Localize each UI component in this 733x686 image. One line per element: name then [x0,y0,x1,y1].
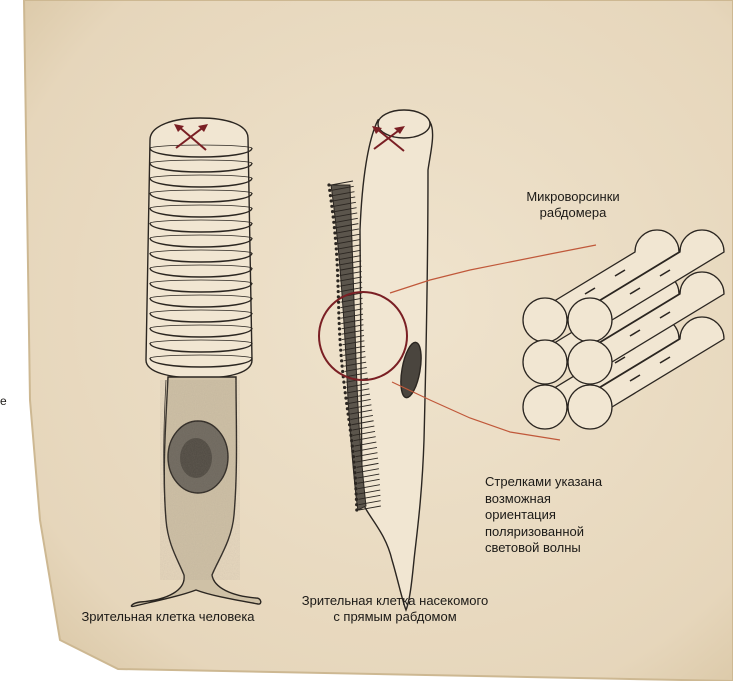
microvillus-dot [341,370,344,373]
microvillus-dot [353,466,356,469]
microvillus-dot [330,199,333,202]
microvillus-dot [350,439,353,442]
microvillus-end [523,385,567,429]
microvillus-dot [342,381,345,384]
microvillus-dot [341,365,344,368]
microvillus-dot [338,327,341,330]
label-insect-visual-cell: Зрительная клетка насекомого с прямым ра… [279,593,511,625]
microvillus-dot [336,269,339,272]
microvillus-dot [344,391,347,394]
microvillus-dot [339,343,342,346]
microvillus-dot [349,434,352,437]
microvillus-dot [347,418,350,421]
label-edge-fragment: е [0,393,8,409]
microvillus-dot [345,402,348,405]
microvillus-dot [354,482,357,485]
microvillus-dot [354,476,357,479]
microvillus-dot [344,397,347,400]
microvillus-dot [330,205,333,208]
microvillus-dot [353,471,356,474]
microvillus-dot [336,279,339,282]
microvillus-dot [335,258,338,261]
microvillus-end [568,298,612,342]
microvillus-dot [355,498,358,501]
microvillus-dot [355,503,358,506]
microvillus-end [568,340,612,384]
microvillus-dot [336,285,339,288]
microvillus-dot [338,338,341,341]
microvillus-dot [336,263,339,266]
microvillus-dot [340,359,343,362]
microvillus-dot [336,274,339,277]
microvillus-dot [338,322,341,325]
microvillus-dot [337,306,340,309]
microvillus-dot [331,210,334,213]
microvillus-dot [343,386,346,389]
label-microvilli: Микроворсинки рабдомера [503,189,643,221]
microvillus-dot [334,242,337,245]
microvillus-dot [327,183,330,186]
microvillus-dot [333,226,336,229]
microvillus-end [523,298,567,342]
microvillus-dot [348,423,351,426]
microvillus-dot [335,253,338,256]
microvillus-dot [338,333,341,336]
microvillus-dot [354,487,357,490]
microvillus-dot [328,189,331,192]
microvillus-dot [355,492,358,495]
microvillus-dot [329,194,332,197]
microvillus-dot [335,247,338,250]
microvillus-dot [332,215,335,218]
microvillus-dot [352,460,355,463]
label-human-visual-cell: Зрительная клетка человека [63,609,273,625]
microvillus-dot [347,412,350,415]
microvillus-dot [352,455,355,458]
microvillus-dot [346,407,349,410]
label-arrows-note: Стрелками указана возможная ориентация п… [485,474,655,557]
microvillus-dot [351,450,354,453]
microvillus-dot [337,311,340,314]
microvillus-end [523,340,567,384]
microvillus-dot [332,221,335,224]
microvillus-dot [349,428,352,431]
microvillus-dot [337,290,340,293]
microvillus-dot [337,317,340,320]
microvillus-dot [355,508,358,511]
microvillus-dot [339,349,342,352]
microvillus-dot [334,237,337,240]
microvillus-dot [340,354,343,357]
microvillus-dot [351,444,354,447]
microvillus-dot [333,231,336,234]
microvillus-end [568,385,612,429]
